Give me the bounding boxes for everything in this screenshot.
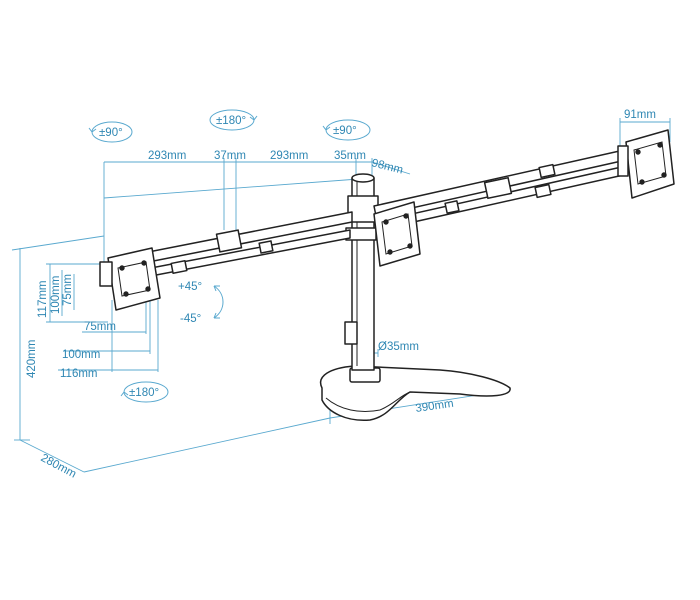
arms (127, 149, 629, 281)
arm-left-length: 293mm (148, 150, 186, 162)
base-depth: 280mm (39, 452, 79, 481)
vesa-bracket-left (99, 247, 161, 311)
vesa-100-vertical: 100mm (50, 276, 62, 314)
arm-right-length: 293mm (270, 150, 308, 162)
rotation-label-left: ±90° (99, 127, 123, 139)
tilt-arc-icon (213, 285, 224, 319)
pole-diameter: Ø35mm (378, 341, 419, 353)
pole (344, 173, 379, 371)
rotation-label-top: ±180° (216, 115, 246, 127)
vesa-117-vertical: 117mm (37, 281, 49, 319)
vesa-100-horizontal: 100mm (62, 349, 100, 361)
pole-top-width: 35mm (334, 150, 366, 162)
total-height: 420mm (26, 340, 38, 378)
vesa-bracket-right (617, 129, 675, 199)
vesa-75-horizontal: 75mm (84, 321, 116, 333)
clamp-width: 98mm (370, 157, 404, 176)
rotation-label-bottom: ±180° (129, 387, 159, 399)
tilt-down-label: -45° (180, 313, 201, 325)
bracket-right-width: 91mm (624, 109, 656, 121)
tilt-up-label: +45° (178, 281, 202, 293)
joint-length: 37mm (214, 150, 246, 162)
rotation-symbols (88, 109, 371, 403)
vesa-116-horizontal: 116mm (60, 368, 98, 380)
vesa-bracket-center (373, 201, 421, 267)
base-width: 390mm (415, 398, 455, 415)
vesa-75-vertical: 75mm (62, 274, 74, 306)
rotation-label-center: ±90° (333, 125, 357, 137)
